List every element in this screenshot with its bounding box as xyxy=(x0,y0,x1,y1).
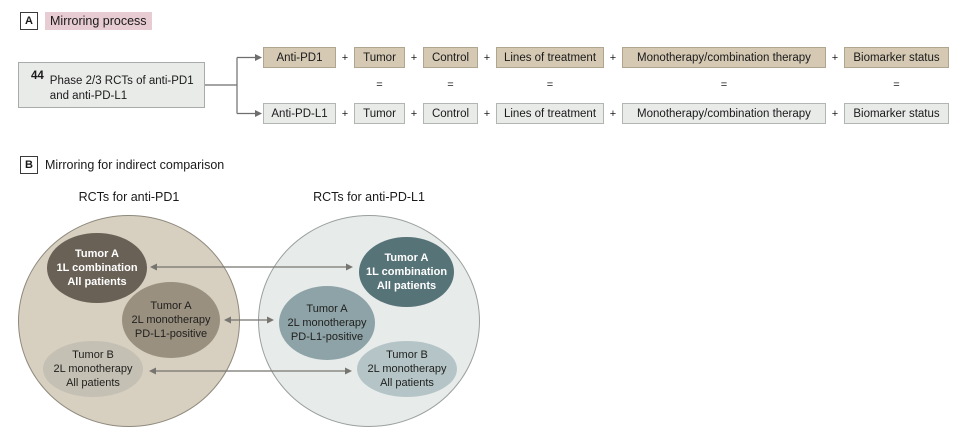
equals-sign: = xyxy=(720,79,728,91)
plus-sign: + xyxy=(483,107,491,120)
equals-row: = = = = = xyxy=(263,78,949,92)
anti-pd1-row: Anti-PD1 + Tumor + Control + Lines of tr… xyxy=(263,47,949,68)
mirroring-matrix: Anti-PD1 + Tumor + Control + Lines of tr… xyxy=(263,47,953,124)
source-rct-box: 44 Phase 2/3 RCTs of anti-PD1 and anti-P… xyxy=(18,62,205,108)
branch-connector xyxy=(205,56,255,115)
factor-box-biomarker: Biomarker status xyxy=(844,103,949,124)
panel-a-header: A Mirroring process xyxy=(20,12,152,30)
rct-description: Phase 2/3 RCTs of anti-PD1 and anti-PD-L… xyxy=(49,75,194,102)
pd1-tumor-a-2l-ellipse: Tumor A 2L monotherapy PD-L1-positive xyxy=(122,282,220,358)
plus-sign: + xyxy=(609,107,617,120)
arrowhead-to-anti-pd1 xyxy=(255,54,262,61)
equals-sign: = xyxy=(893,79,900,91)
branch-arrowheads xyxy=(255,54,262,117)
factor-box-control: Control xyxy=(423,103,478,124)
factor-box-therapy: Monotherapy/combination therapy xyxy=(622,47,826,68)
panel-b-letter: B xyxy=(20,156,38,174)
pd1-tumor-b-2l-ellipse: Tumor B 2L monotherapy All patients xyxy=(43,341,143,397)
panel-a-letter: A xyxy=(20,12,38,30)
pdl1-tumor-a-2l-ellipse: Tumor A 2L monotherapy PD-L1-positive xyxy=(279,286,375,360)
factor-box-control: Control xyxy=(423,47,478,68)
plus-sign: + xyxy=(410,107,418,120)
left-venn-title: RCTs for anti-PD1 xyxy=(78,190,180,204)
plus-sign: + xyxy=(341,107,349,120)
equals-sign: = xyxy=(447,79,454,91)
drug-box-anti-pd1: Anti-PD1 xyxy=(263,47,336,68)
plus-sign: + xyxy=(831,107,839,120)
arrowhead-to-anti-pd-l1 xyxy=(255,110,262,117)
equals-sign: = xyxy=(546,79,554,91)
panel-a-title: Mirroring process xyxy=(45,12,152,30)
pdl1-tumor-b-2l-ellipse: Tumor B 2L monotherapy All patients xyxy=(357,341,457,397)
rct-count: 44 xyxy=(31,70,44,82)
plus-sign: + xyxy=(831,51,839,64)
factor-box-lines: Lines of treatment xyxy=(496,103,604,124)
right-venn-title: RCTs for anti-PD-L1 xyxy=(313,190,425,204)
panel-b-title: Mirroring for indirect comparison xyxy=(45,158,225,172)
plus-sign: + xyxy=(341,51,349,64)
factor-box-tumor: Tumor xyxy=(354,47,405,68)
anti-pd-l1-row: Anti-PD-L1 + Tumor + Control + Lines of … xyxy=(263,103,949,124)
panel-b-header: B Mirroring for indirect comparison xyxy=(20,156,224,174)
factor-box-lines: Lines of treatment xyxy=(496,47,604,68)
plus-sign: + xyxy=(483,51,491,64)
plus-sign: + xyxy=(609,51,617,64)
factor-box-therapy: Monotherapy/combination therapy xyxy=(622,103,826,124)
pdl1-tumor-a-1l-ellipse: Tumor A 1L combination All patients xyxy=(359,237,454,307)
plus-sign: + xyxy=(410,51,418,64)
factor-box-biomarker: Biomarker status xyxy=(844,47,949,68)
equals-sign: = xyxy=(376,79,383,91)
factor-box-tumor: Tumor xyxy=(354,103,405,124)
pd1-tumor-a-1l-ellipse: Tumor A 1L combination All patients xyxy=(47,233,147,303)
drug-box-anti-pd-l1: Anti-PD-L1 xyxy=(263,103,336,124)
